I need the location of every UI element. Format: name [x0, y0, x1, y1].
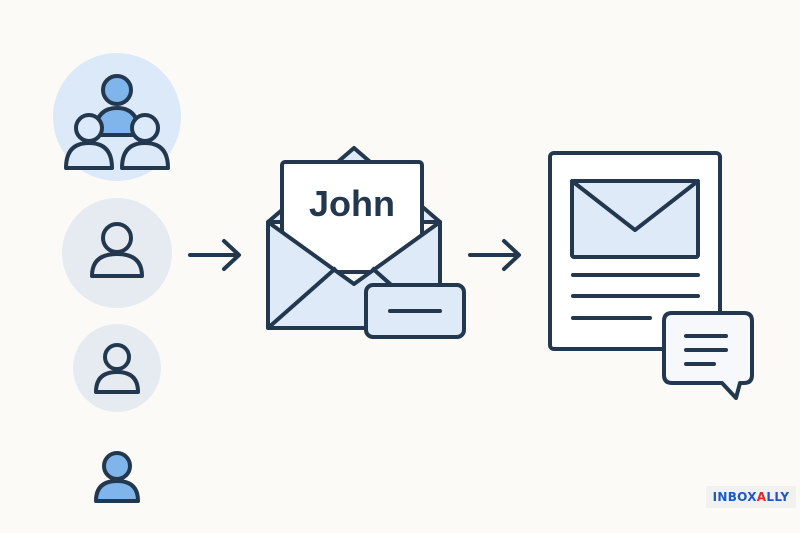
letter-paper	[280, 160, 424, 274]
user-icon	[90, 222, 144, 278]
user-icon	[94, 343, 140, 394]
recipient-group	[53, 53, 181, 181]
document-with-mail-icon	[548, 151, 722, 351]
arrow-right-icon	[468, 239, 521, 271]
arrow-right-icon	[188, 239, 241, 271]
user-icon	[94, 451, 140, 503]
brand-logo-part1: INBOX	[712, 490, 757, 504]
brand-logo-accent: A	[756, 490, 767, 504]
group-users-icon	[64, 74, 170, 170]
brand-logo-part2: LLY	[766, 490, 790, 504]
chat-bubble-icon	[662, 311, 754, 400]
button-badge-icon	[364, 283, 466, 339]
recipient-name-text: John	[309, 183, 395, 224]
recipient-single-3	[94, 451, 140, 503]
recipient-single-1	[62, 198, 172, 308]
recipient-single-2	[73, 324, 161, 412]
